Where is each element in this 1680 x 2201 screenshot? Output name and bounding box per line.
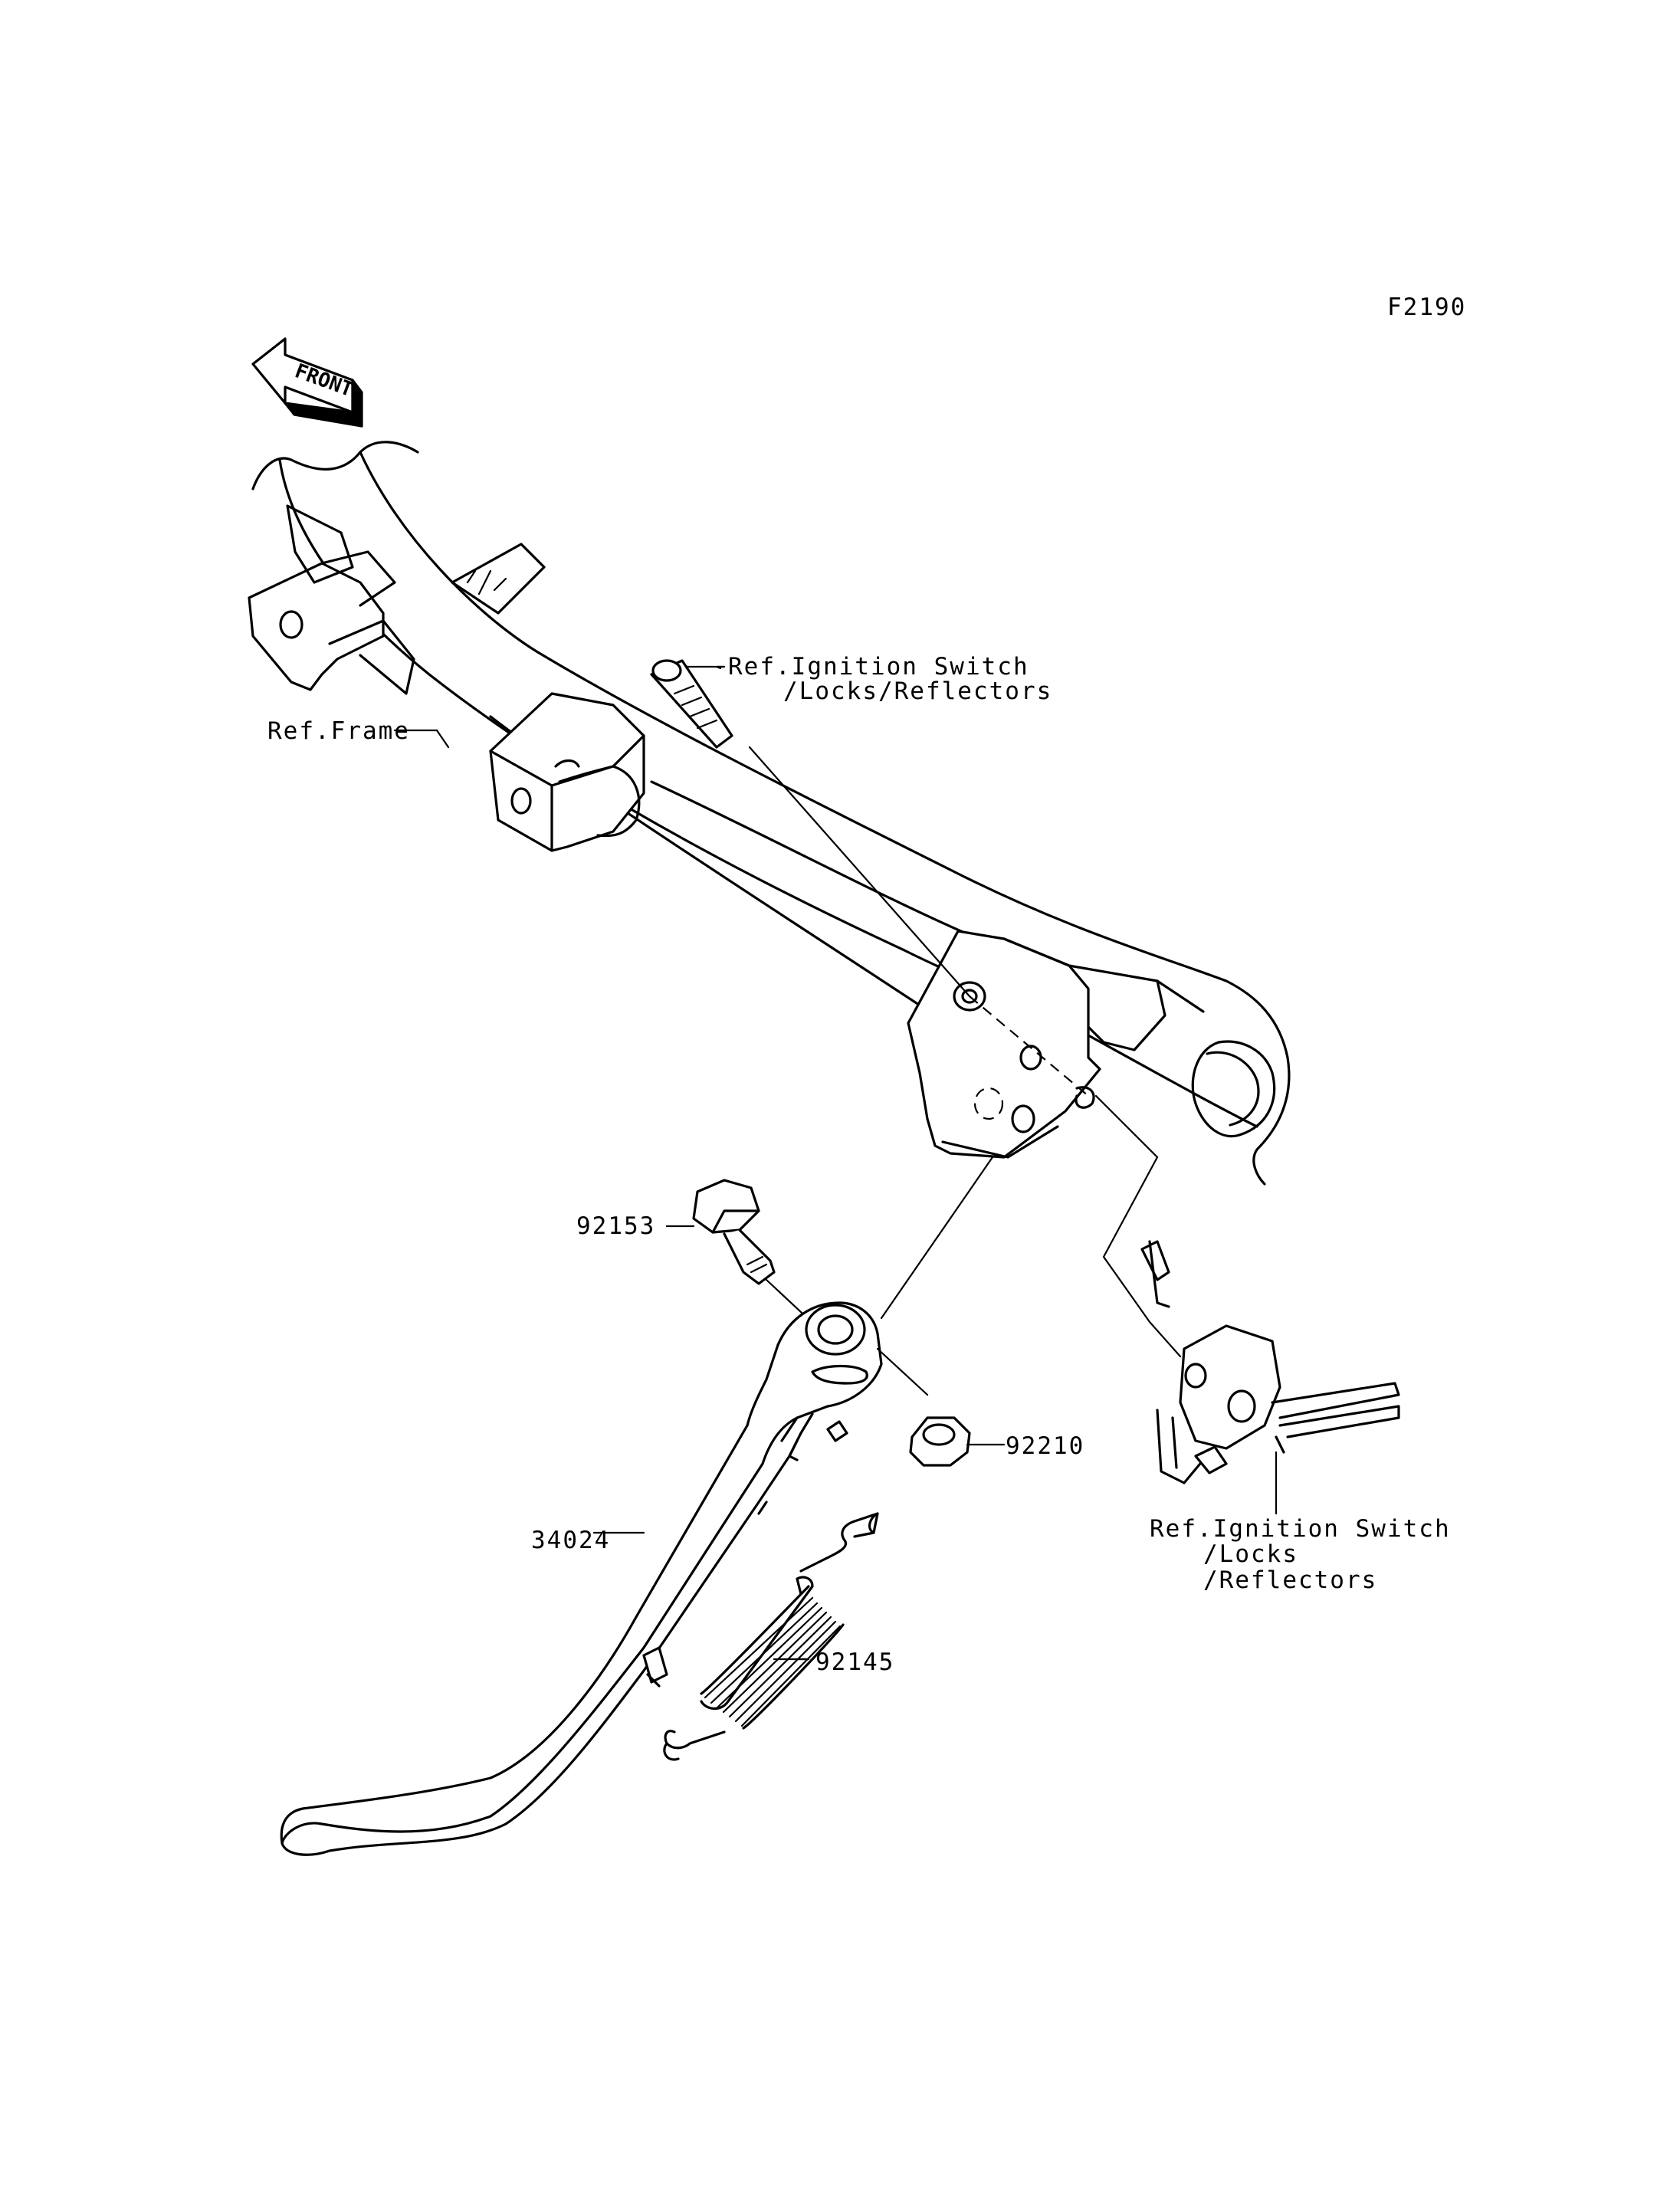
upper-bolt	[650, 659, 971, 998]
nut-92210	[909, 1416, 1006, 1467]
ref-ignition-top-line2: /Locks/Reflectors	[783, 677, 1053, 705]
diagram-code: F2190	[1387, 294, 1467, 321]
spring-92145	[663, 1512, 879, 1761]
pivot-bolt-92153	[665, 1179, 825, 1335]
part-number-92153: 92153	[576, 1212, 656, 1240]
ref-ignition-bottom-line1: Ref.Ignition Switch	[1150, 1515, 1451, 1543]
part-number-92210: 92210	[1006, 1432, 1085, 1460]
ref-ignition-bottom-line2: /Locks	[1203, 1540, 1298, 1568]
frame-mount-block	[489, 692, 645, 852]
side-stand-34024	[280, 1156, 994, 1856]
ref-frame-label: Ref.Frame	[267, 717, 410, 745]
switch-leader-lines	[1094, 1094, 1182, 1358]
part-number-34024: 34024	[531, 1527, 611, 1554]
stand-mount-plate	[907, 930, 1205, 1159]
front-arrow: FRONT	[251, 337, 363, 428]
frame-tube	[251, 441, 1291, 1186]
part-number-92145: 92145	[815, 1648, 895, 1676]
side-stand-switch	[1140, 1240, 1400, 1515]
frame-bracket-left	[248, 504, 546, 695]
ref-ignition-bottom-line3: /Reflectors	[1203, 1566, 1378, 1594]
ref-ignition-top-line1: Ref.Ignition Switch	[728, 653, 1029, 681]
label-leaders	[393, 665, 726, 749]
